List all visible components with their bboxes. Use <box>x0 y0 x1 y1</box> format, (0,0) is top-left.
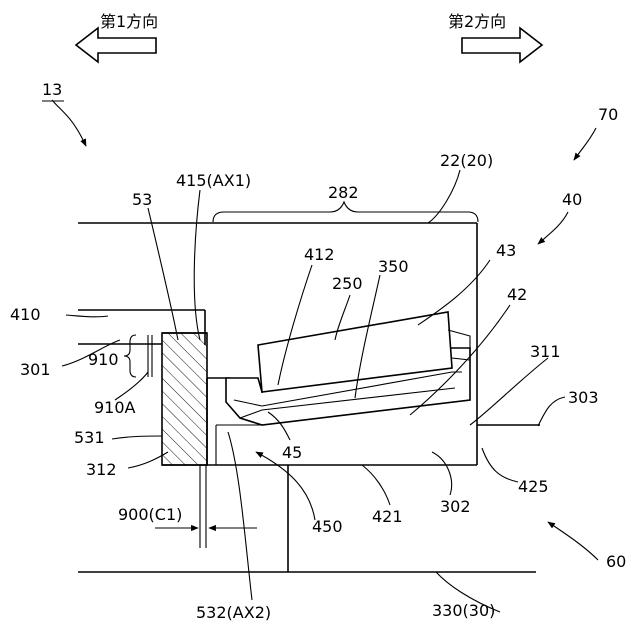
label-282: 282 <box>328 183 359 202</box>
ref-arrow-70 <box>574 128 596 160</box>
first-direction-label: 第1方向 <box>100 12 158 31</box>
label-40: 40 <box>562 190 582 209</box>
label-415-ax1: 415(AX1) <box>176 171 251 190</box>
label-250: 250 <box>332 274 363 293</box>
label-330-30: 330(30) <box>432 601 495 620</box>
brace-282 <box>213 202 478 222</box>
ref-arrow-60 <box>548 522 598 560</box>
ref-arrow-13 <box>52 100 86 146</box>
label-312: 312 <box>86 460 117 479</box>
label-900-c1: 900(C1) <box>118 505 182 524</box>
ref-arrow-40 <box>538 212 568 244</box>
label-350: 350 <box>378 257 409 276</box>
label-532-ax2: 532(AX2) <box>196 603 271 622</box>
second-direction-label: 第2方向 <box>448 12 506 31</box>
label-531: 531 <box>74 428 105 447</box>
label-70: 70 <box>598 105 618 124</box>
label-302: 302 <box>440 497 471 516</box>
label-421: 421 <box>372 507 403 526</box>
label-45: 45 <box>282 443 302 462</box>
label-43: 43 <box>496 241 516 260</box>
label-60: 60 <box>606 552 626 571</box>
label-53: 53 <box>132 190 152 209</box>
label-412: 412 <box>304 245 335 264</box>
label-303: 303 <box>568 388 599 407</box>
label-301: 301 <box>20 360 51 379</box>
hatched-block-53 <box>162 333 207 465</box>
label-410: 410 <box>10 305 41 324</box>
brace-910 <box>124 335 136 377</box>
label-910: 910 <box>88 350 119 369</box>
first-direction-arrow <box>76 28 156 62</box>
label-425: 425 <box>518 477 549 496</box>
label-13: 13 <box>42 80 62 99</box>
label-22-20: 22(20) <box>440 151 493 170</box>
label-42: 42 <box>507 285 527 304</box>
label-910a: 910A <box>94 398 136 417</box>
label-311: 311 <box>530 342 561 361</box>
second-direction-arrow <box>462 28 542 62</box>
label-450: 450 <box>312 517 343 536</box>
